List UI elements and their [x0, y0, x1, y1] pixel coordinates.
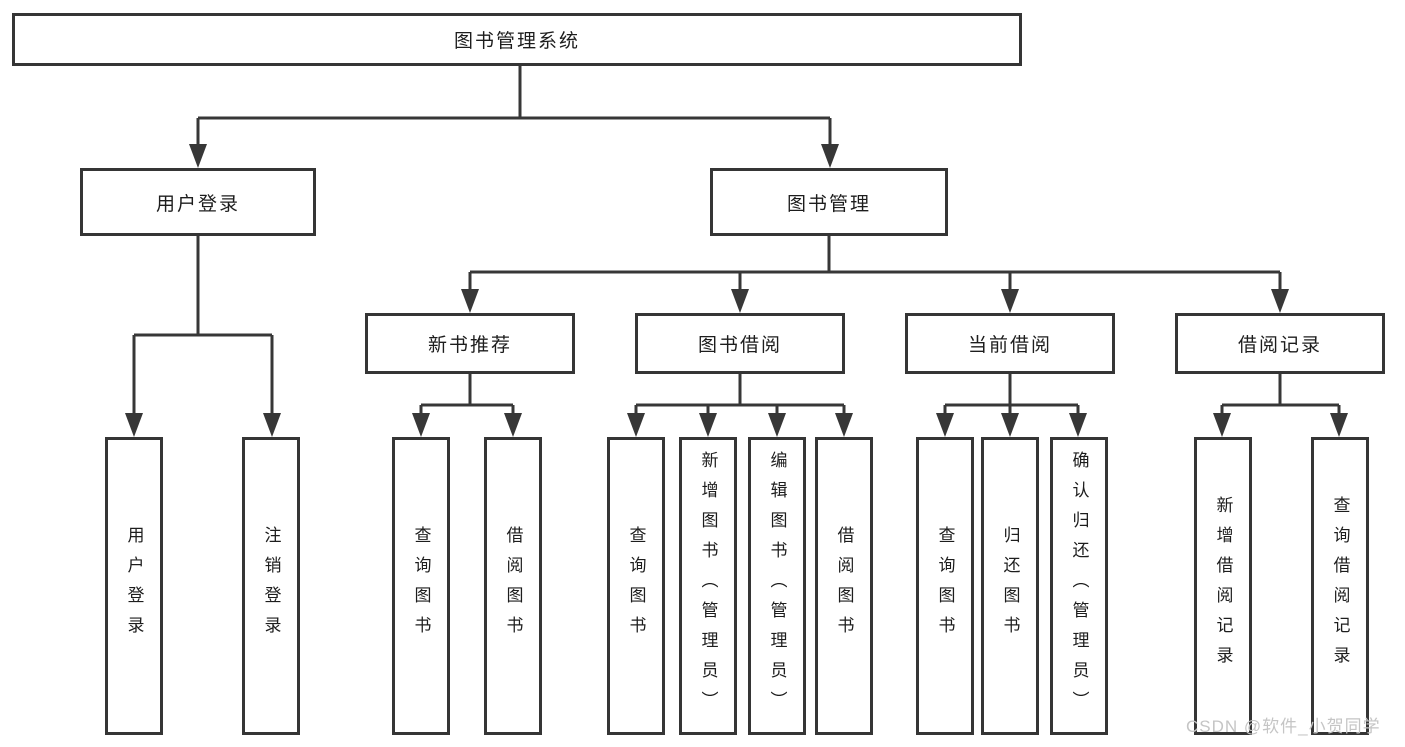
leaf-confirm-return-admin: 确认归还（管理员）	[1050, 437, 1108, 735]
node-new-book-recommendation-label: 新书推荐	[427, 335, 512, 356]
node-borrowing-records-label: 借阅记录	[1237, 335, 1322, 356]
node-book-management: 图书管理	[710, 168, 948, 236]
leaf-add-books-admin-label: 新增图书（管理员）	[698, 451, 718, 721]
leaf-borrow-books-recommend-label: 借阅图书	[503, 526, 523, 646]
leaf-logout-login-label: 注销登录	[261, 526, 281, 646]
node-root-label: 图书管理系统	[453, 31, 580, 52]
leaf-borrow-books-label: 借阅图书	[834, 526, 854, 646]
node-book-management-label: 图书管理	[786, 193, 871, 215]
node-new-book-recommendation: 新书推荐	[365, 313, 575, 374]
leaf-edit-books-admin-label: 编辑图书（管理员）	[767, 451, 787, 721]
leaf-logout-login: 注销登录	[242, 437, 300, 735]
node-root: 图书管理系统	[12, 13, 1022, 66]
leaf-add-borrow-record: 新增借阅记录	[1194, 437, 1252, 735]
leaf-user-login: 用户登录	[105, 437, 163, 735]
leaf-query-books-current: 查询图书	[916, 437, 974, 735]
leaf-query-books-borrow-label: 查询图书	[626, 526, 646, 646]
leaf-query-borrow-record-label: 查询借阅记录	[1330, 496, 1350, 676]
node-book-borrowing-label: 图书借阅	[697, 335, 782, 356]
watermark: CSDN @软件_小贺同学	[1186, 717, 1381, 736]
node-book-borrowing: 图书借阅	[635, 313, 845, 374]
leaf-edit-books-admin: 编辑图书（管理员）	[748, 437, 806, 735]
leaf-borrow-books-recommend: 借阅图书	[484, 437, 542, 735]
node-borrowing-records: 借阅记录	[1175, 313, 1385, 374]
leaf-query-books-borrow: 查询图书	[607, 437, 665, 735]
node-current-borrowing: 当前借阅	[905, 313, 1115, 374]
node-user-login: 用户登录	[80, 168, 316, 236]
leaf-query-books-recommend: 查询图书	[392, 437, 450, 735]
leaf-return-books-label: 归还图书	[1000, 526, 1020, 646]
leaf-user-login-label: 用户登录	[124, 526, 144, 646]
leaf-borrow-books: 借阅图书	[815, 437, 873, 735]
leaf-add-books-admin: 新增图书（管理员）	[679, 437, 737, 735]
leaf-query-borrow-record: 查询借阅记录	[1311, 437, 1369, 735]
leaf-confirm-return-admin-label: 确认归还（管理员）	[1069, 451, 1089, 721]
leaf-add-borrow-record-label: 新增借阅记录	[1213, 496, 1233, 676]
leaf-return-books: 归还图书	[981, 437, 1039, 735]
node-current-borrowing-label: 当前借阅	[967, 335, 1052, 356]
leaf-query-books-recommend-label: 查询图书	[411, 526, 431, 646]
node-user-login-label: 用户登录	[155, 193, 240, 215]
leaf-query-books-current-label: 查询图书	[935, 526, 955, 646]
